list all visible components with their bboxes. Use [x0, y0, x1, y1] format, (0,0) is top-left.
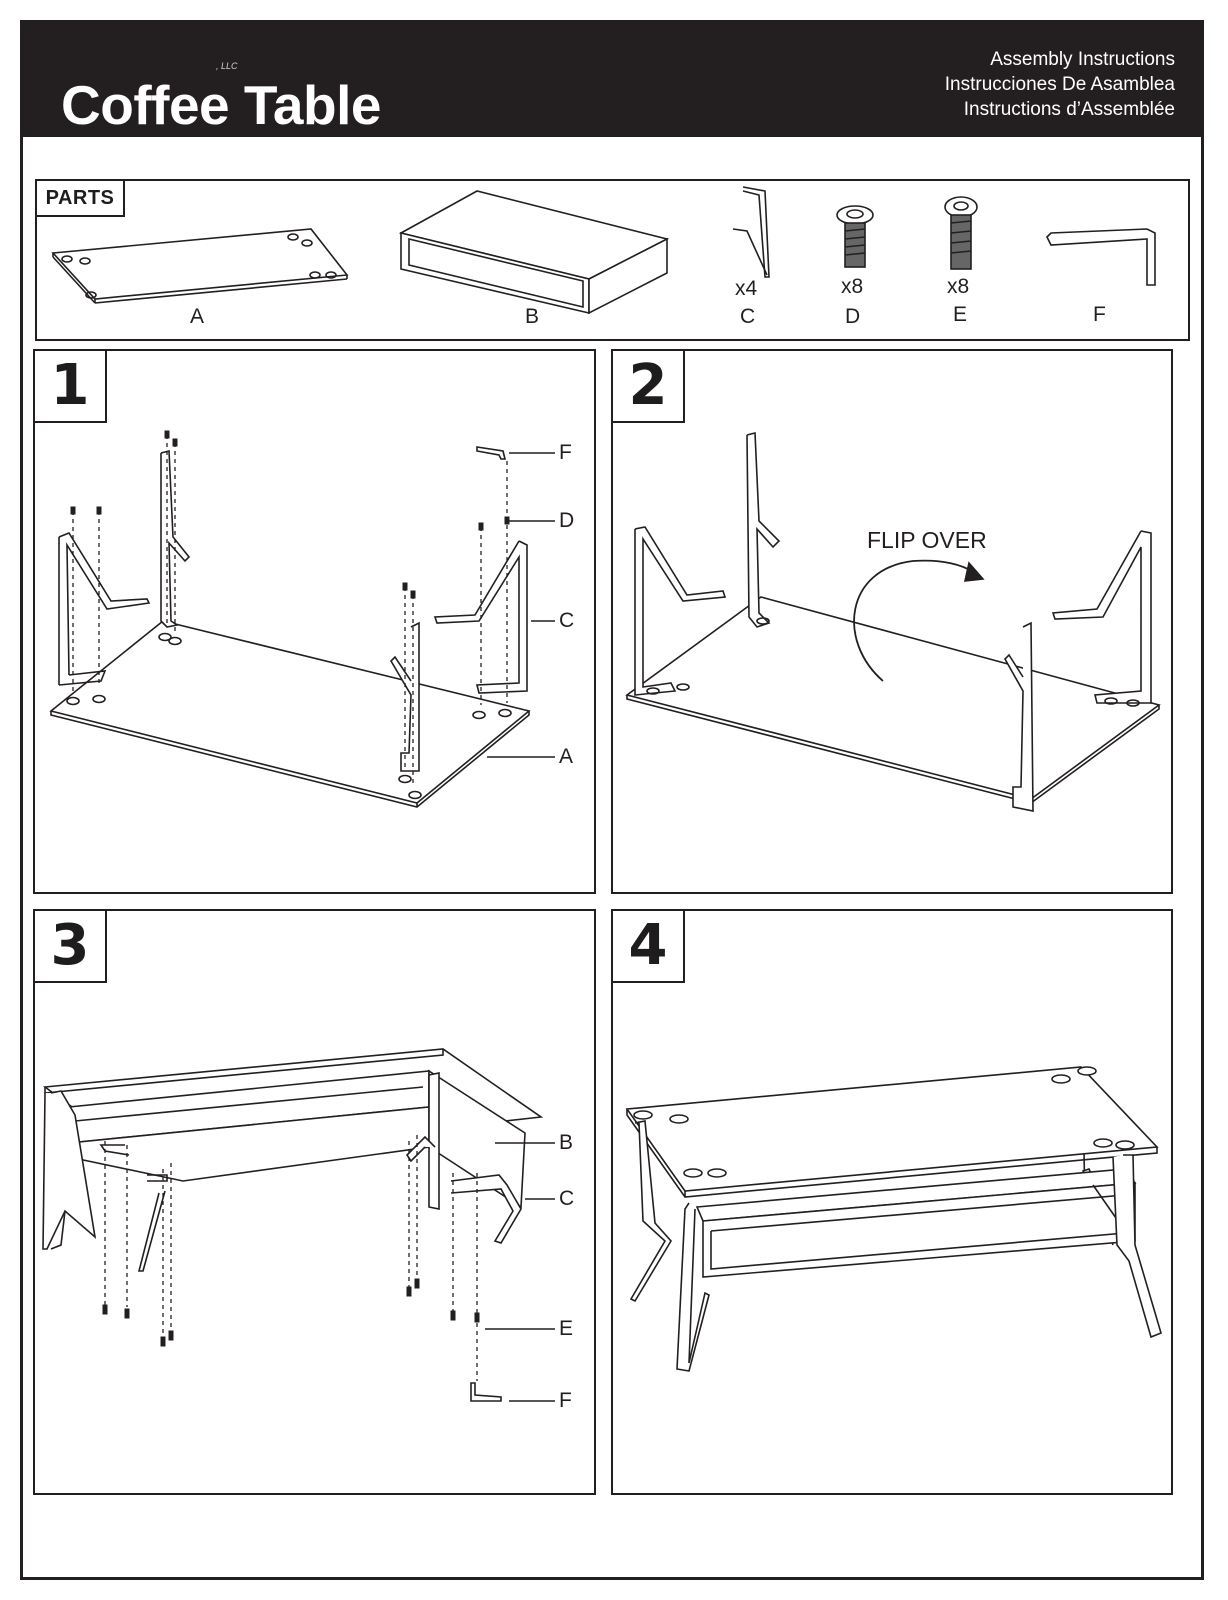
part-d-short-screw-icon — [836, 205, 874, 268]
callout-f: F — [559, 441, 572, 464]
flip-over-note: FLIP OVER — [867, 527, 987, 553]
step-2-number: 2 — [611, 349, 685, 423]
parts-tag: PARTS — [35, 179, 125, 217]
part-a-label: A — [190, 305, 205, 328]
step-3-panel: 3 — [33, 909, 596, 1495]
step-2-panel: 2 FLIP OVER — [611, 349, 1173, 894]
callout-a: A — [559, 745, 574, 768]
step-2-illustration — [625, 431, 1161, 812]
part-b-shelf-icon — [398, 190, 670, 315]
step-1-number: 1 — [33, 349, 107, 423]
part-f-allen-key-icon — [1046, 228, 1156, 286]
step-4-illustration — [625, 1066, 1162, 1372]
callout-c: C — [559, 609, 575, 632]
part-c-leg-icon — [732, 186, 770, 278]
part-d-label: D — [845, 305, 861, 328]
callout-e: E — [559, 1317, 574, 1340]
subtitle-spanish: Instrucciones De Asamblea — [944, 74, 1175, 95]
callout-b: B — [559, 1131, 574, 1154]
instruction-sheet: , LLC Coffee Table Assembly Instructions… — [20, 20, 1204, 1580]
step-3-number: 3 — [33, 909, 107, 983]
callout-c-step3: C — [559, 1187, 575, 1210]
subtitle-block: Assembly Instructions Instrucciones De A… — [945, 47, 1175, 122]
parts-section: PARTS — [35, 179, 1190, 341]
part-e-qty: x8 — [947, 275, 970, 298]
part-d-qty: x8 — [841, 275, 864, 298]
subtitle-french: Instructions d’Assemblée — [963, 99, 1175, 120]
step-1-illustration — [49, 430, 555, 808]
page-title: Coffee Table — [61, 74, 381, 136]
part-e-long-screw-icon — [944, 196, 978, 270]
part-c-label: C — [740, 305, 756, 328]
step-1-panel: 1 — [33, 349, 596, 894]
part-e-label: E — [953, 303, 968, 326]
step-3-illustration — [42, 1048, 555, 1402]
brand-suffix: , LLC — [216, 61, 238, 71]
parts-illustrations — [51, 186, 1156, 315]
part-f-label: F — [1093, 303, 1106, 326]
callout-d: D — [559, 509, 575, 532]
step-4-panel: 4 — [611, 909, 1173, 1495]
part-b-label: B — [525, 305, 540, 328]
callout-f-step3: F — [559, 1389, 572, 1412]
step-4-number: 4 — [611, 909, 685, 983]
part-c-qty: x4 — [735, 277, 758, 300]
part-a-glass-top-icon — [51, 228, 349, 304]
subtitle-english: Assembly Instructions — [990, 49, 1175, 70]
header-bar: , LLC Coffee Table Assembly Instructions… — [23, 23, 1201, 137]
